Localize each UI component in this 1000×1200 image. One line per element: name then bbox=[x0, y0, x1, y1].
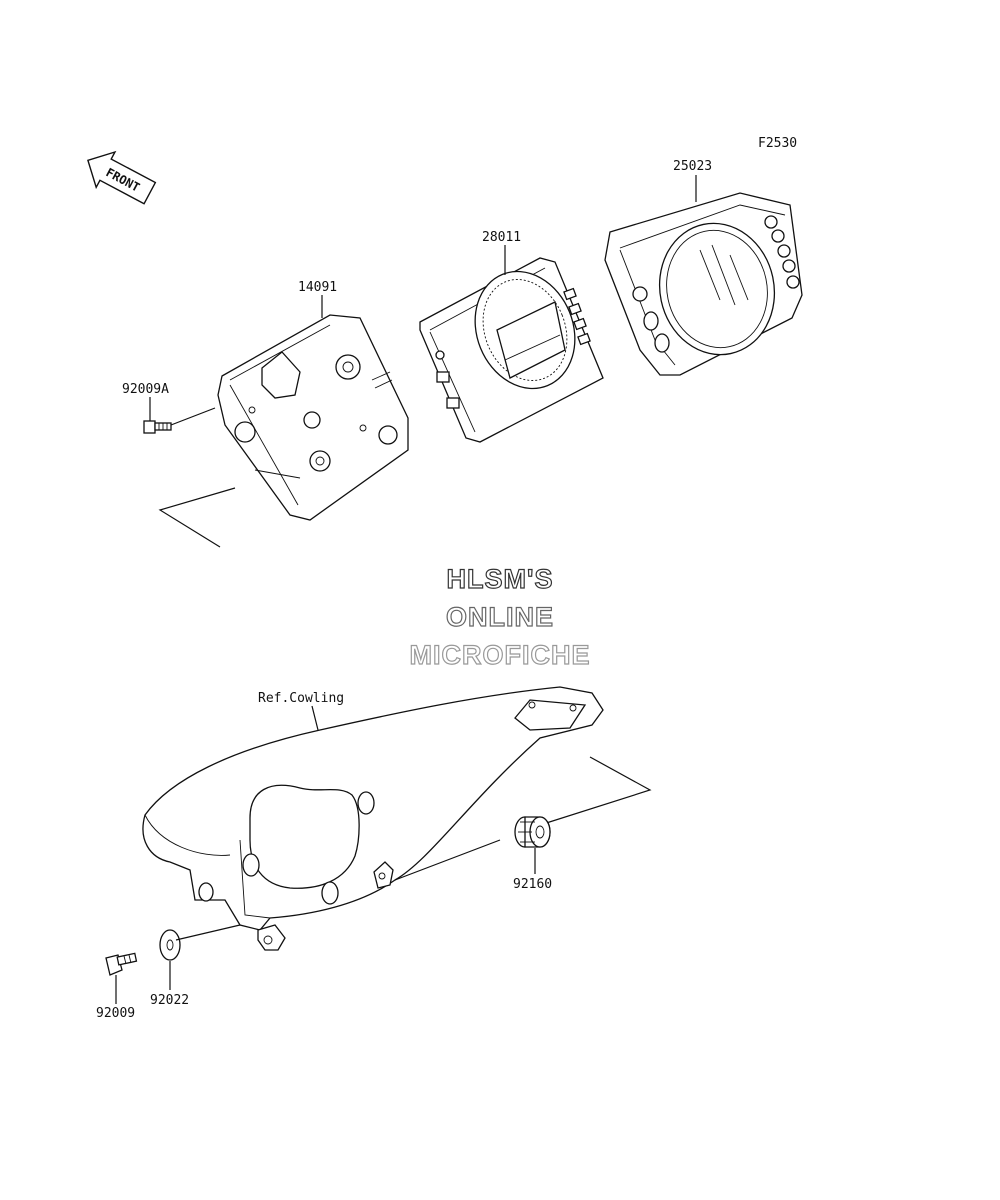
grommet-axis-line bbox=[394, 839, 501, 881]
cowling-stay bbox=[142, 686, 604, 951]
part-label-92022: 92022 bbox=[150, 993, 189, 1008]
meter-cover-25023 bbox=[604, 192, 803, 376]
part-label-28011: 28011 bbox=[482, 230, 521, 245]
svg-text:HLSM'S: HLSM'S bbox=[447, 564, 554, 594]
part-label-14091: 14091 bbox=[298, 280, 337, 295]
washer-92022 bbox=[159, 929, 181, 961]
grommet-bracket-line bbox=[539, 756, 652, 826]
part-label-92009A: 92009A bbox=[122, 382, 169, 397]
assembly-bracket-line bbox=[158, 487, 236, 548]
meter-case-14091 bbox=[217, 314, 409, 521]
leader-ref-cowling bbox=[311, 705, 319, 731]
screw-92009A bbox=[143, 420, 172, 434]
watermark: HLSM'S ONLINE MICROFICHE bbox=[409, 563, 591, 670]
svg-text:ONLINE: ONLINE bbox=[446, 602, 554, 632]
part-label-92160: 92160 bbox=[513, 877, 552, 892]
bolt-92009 bbox=[105, 952, 138, 976]
grommet-92160 bbox=[514, 816, 551, 848]
leader-92009A-axis bbox=[170, 407, 216, 426]
svg-text:MICROFICHE: MICROFICHE bbox=[410, 640, 591, 670]
part-label-92009: 92009 bbox=[96, 1006, 135, 1021]
ref-cowling-label: Ref.Cowling bbox=[258, 691, 344, 706]
part-label-25023: 25023 bbox=[673, 159, 712, 174]
front-arrow-icon: FRONT bbox=[87, 150, 157, 205]
washer-axis-line bbox=[175, 924, 241, 941]
diagram-code: F2530 bbox=[758, 136, 797, 151]
meter-assembly-28011 bbox=[419, 257, 604, 443]
